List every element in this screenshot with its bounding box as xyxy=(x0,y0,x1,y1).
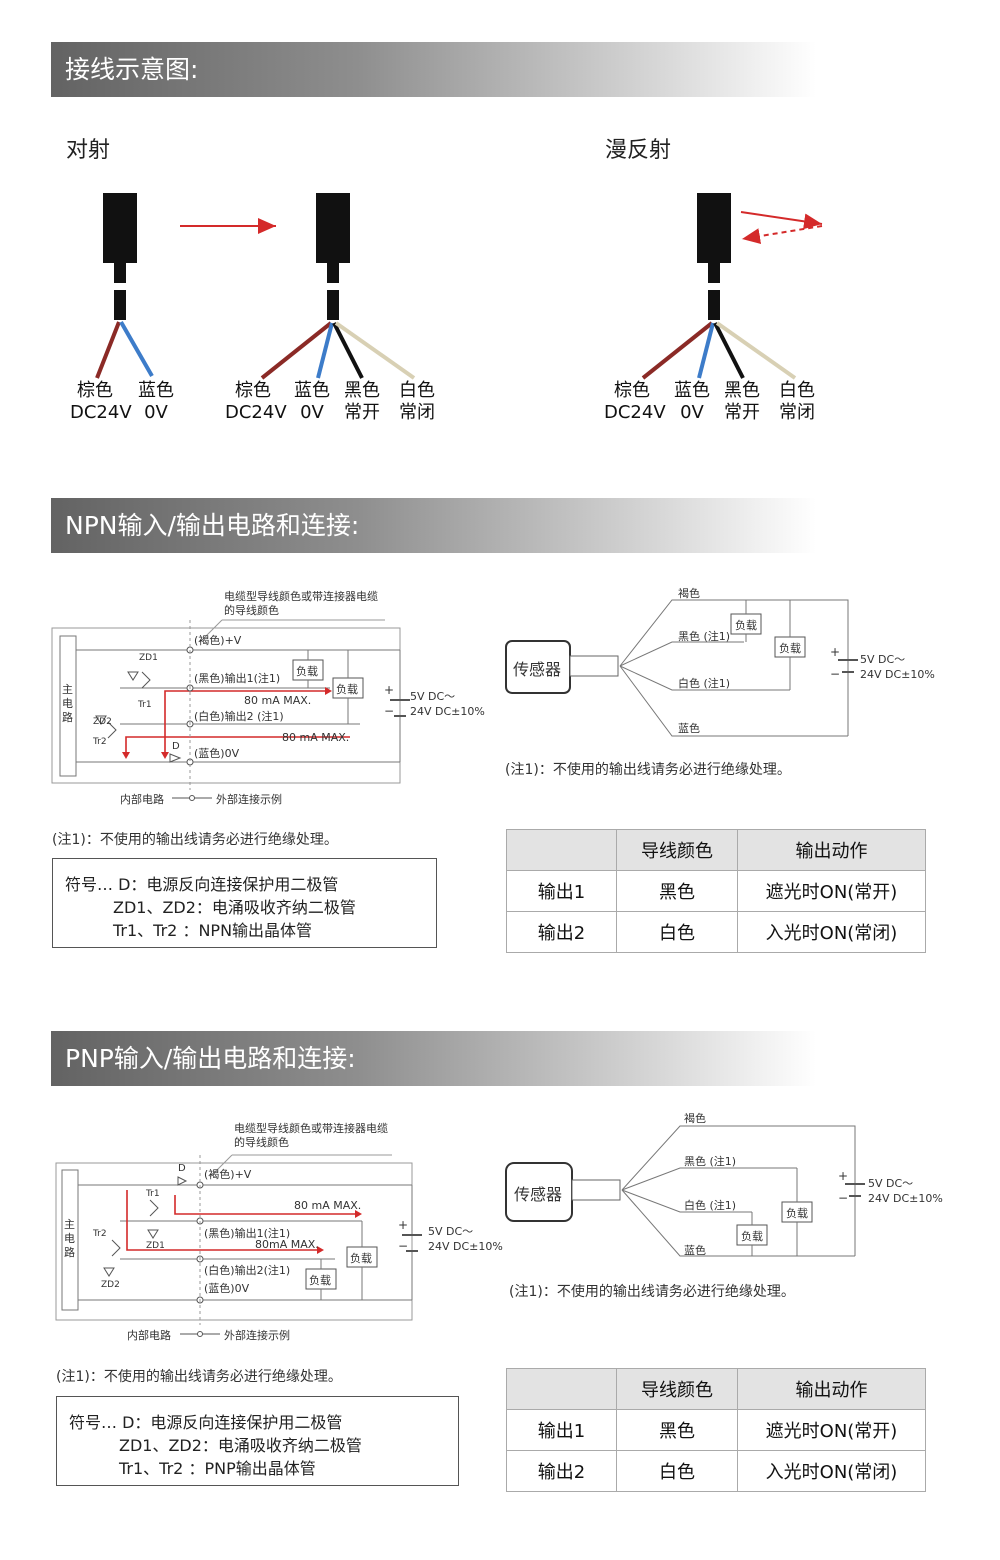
wire-label-black: 黑色常开 xyxy=(724,380,760,423)
minus-sign: − xyxy=(838,1191,849,1205)
load-label: 负载 xyxy=(350,1252,372,1265)
unused-note: (注1)：不使用的输出线请务必进行绝缘处理。 xyxy=(509,1284,795,1300)
wire-brown-label: 褐色 xyxy=(678,587,700,600)
power-spec: 5V DC～24V DC±10% xyxy=(410,690,485,718)
black-out1-label: (黑色)输出1(注1) xyxy=(204,1227,291,1240)
zd1-label: ZD1 xyxy=(146,1241,165,1251)
black-out1-label: (黑色)输出1(注1) xyxy=(194,672,281,685)
minus-sign: − xyxy=(398,1239,409,1253)
pnp-section-title: PNP输入/输出电路和连接: xyxy=(51,1031,816,1086)
plus-sign: + xyxy=(398,1218,409,1232)
cable-note: 电缆型导线颜色或带连接器电缆的导线颜色 xyxy=(234,1122,388,1149)
table-header: 导线颜色 xyxy=(616,1368,738,1410)
npn-output-table: 导线颜色 输出动作 输出1 黑色 遮光时ON(常开) 输出2 白色 入光时ON(… xyxy=(506,829,926,953)
wiring-section-title: 接线示意图: xyxy=(51,42,816,97)
power-spec: 5V DC～24V DC±10% xyxy=(428,1225,503,1253)
wire-brown-label: 褐色 xyxy=(684,1112,706,1125)
minus-sign: − xyxy=(384,704,395,718)
max-current-2: 80mA MAX. xyxy=(255,1238,319,1251)
internal-label: 内部电路 xyxy=(127,1329,171,1342)
plus-sign: + xyxy=(838,1169,849,1183)
unused-note: (注1)：不使用的输出线请务必进行绝缘处理。 xyxy=(56,1369,342,1385)
zd2-label: ZD2 xyxy=(93,717,112,727)
tr2-label: Tr2 xyxy=(93,737,107,747)
brown-v-label: (褐色)+V xyxy=(204,1168,252,1181)
brown-v-label: (褐色)+V xyxy=(194,634,242,647)
external-label: 外部连接示例 xyxy=(216,793,282,806)
tr2-label: Tr2 xyxy=(93,1229,107,1239)
table-header: 输出动作 xyxy=(737,1368,926,1410)
table-row: 输出2 白色 入光时ON(常闭) xyxy=(506,1450,926,1492)
blue-0v-label: (蓝色)0V xyxy=(204,1282,250,1295)
max-current-1: 80 mA MAX. xyxy=(244,694,312,707)
zd1-label: ZD1 xyxy=(139,653,158,663)
main-circuit-label: 主电路 xyxy=(62,683,73,724)
max-current-1: 80 mA MAX. xyxy=(294,1199,362,1212)
wire-black-label: 黑色 (注1) xyxy=(684,1155,737,1168)
load-label: 负载 xyxy=(309,1274,331,1287)
receiver-sensor xyxy=(260,193,416,380)
tr1-label: Tr1 xyxy=(146,1189,160,1199)
wiring-diagram xyxy=(95,193,823,380)
white-out2-label: (白色)输出2(注1) xyxy=(204,1264,291,1277)
npn-circuit-diagram xyxy=(51,599,858,801)
main-circuit-label: 主电路 xyxy=(64,1218,75,1259)
table-header: 导线颜色 xyxy=(616,829,738,871)
load-label: 负载 xyxy=(786,1207,808,1220)
wire-white-label: 白色 (注1) xyxy=(678,677,731,690)
max-current-2: 80 mA MAX. xyxy=(282,731,350,744)
diode-label: D xyxy=(178,1163,186,1174)
load-label: 负载 xyxy=(296,665,318,678)
zd2-label: ZD2 xyxy=(101,1280,120,1290)
table-header xyxy=(506,1368,617,1410)
plus-sign: + xyxy=(384,683,395,697)
unused-note: (注1)：不使用的输出线请务必进行绝缘处理。 xyxy=(505,762,791,778)
wire-label-white: 白色常闭 xyxy=(779,380,815,423)
table-header xyxy=(506,829,617,871)
wire-blue-label: 蓝色 xyxy=(684,1244,706,1257)
blue-0v-label: (蓝色)0V xyxy=(194,747,240,760)
tr1-label: Tr1 xyxy=(138,700,152,710)
power-spec: 5V DC～24V DC±10% xyxy=(860,653,935,681)
table-row: 输出1 黑色 遮光时ON(常开) xyxy=(506,1409,926,1451)
wire-label-black: 黑色常开 xyxy=(344,380,380,423)
diffuse-label: 漫反射 xyxy=(605,138,672,163)
npn-section-title: NPN输入/输出电路和连接: xyxy=(51,498,816,553)
power-spec: 5V DC～24V DC±10% xyxy=(868,1177,943,1205)
external-label: 外部连接示例 xyxy=(224,1329,290,1342)
unused-note: (注1)：不使用的输出线请务必进行绝缘处理。 xyxy=(52,832,338,848)
sensor-label: 传感器 xyxy=(514,1185,563,1204)
cable-note: 电缆型导线颜色或带连接器电缆的导线颜色 xyxy=(224,590,378,617)
load-label: 负载 xyxy=(735,619,757,632)
load-label: 负载 xyxy=(779,642,801,655)
diode-label: D xyxy=(172,741,180,752)
pnp-symbol-legend: 符号… D：电源反向连接保护用二极管 ZD1、ZD2：电涌吸收齐纳二极管 Tr1… xyxy=(56,1396,459,1486)
white-out2-label: (白色)输出2 (注1) xyxy=(194,710,284,723)
npn-symbol-legend: 符号… D：电源反向连接保护用二极管 ZD1、ZD2：电涌吸收齐纳二极管 Tr1… xyxy=(52,858,437,948)
emitter-sensor xyxy=(95,193,154,379)
wire-white-label: 白色 (注1) xyxy=(684,1199,737,1212)
load-label: 负载 xyxy=(741,1230,763,1243)
internal-label: 内部电路 xyxy=(120,793,164,806)
minus-sign: − xyxy=(830,667,841,681)
table-header: 输出动作 xyxy=(737,829,926,871)
plus-sign: + xyxy=(830,645,841,659)
wire-black-label: 黑色 (注1) xyxy=(678,630,731,643)
load-label: 负载 xyxy=(336,683,358,696)
wire-label-white: 白色常闭 xyxy=(399,380,435,423)
through-beam-label: 对射 xyxy=(66,138,111,163)
sensor-label: 传感器 xyxy=(513,660,562,679)
table-row: 输出2 白色 入光时ON(常闭) xyxy=(506,911,926,953)
wire-blue-label: 蓝色 xyxy=(678,722,700,735)
diffuse-sensor xyxy=(641,193,823,380)
table-row: 输出1 黑色 遮光时ON(常开) xyxy=(506,870,926,912)
pnp-output-table: 导线颜色 输出动作 输出1 黑色 遮光时ON(常开) 输出2 白色 入光时ON(… xyxy=(506,1368,926,1492)
